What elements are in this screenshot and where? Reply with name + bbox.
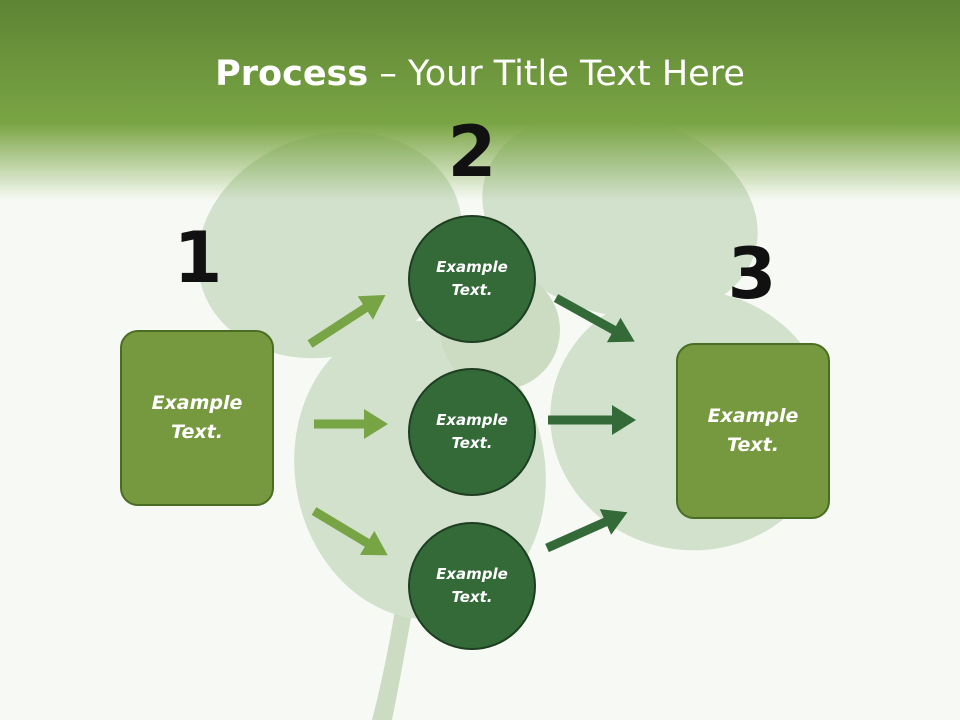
- title-rest: – Your Title Text Here: [368, 54, 745, 94]
- header-band: [0, 0, 960, 200]
- arrow-from-bottom-circle: [545, 509, 628, 553]
- arrow-to-bottom-circle: [311, 507, 388, 556]
- arrow-from-top-circle: [553, 294, 635, 343]
- arrow-to-top-circle: [307, 294, 386, 348]
- circle-top-text: Example Text.: [436, 258, 508, 299]
- circle-bottom-text: Example Text.: [436, 565, 508, 606]
- step-3-box[interactable]: Example Text.: [676, 343, 830, 519]
- step-number-1: 1: [173, 217, 223, 299]
- arrow-to-middle-circle: [314, 409, 388, 439]
- title-bold: Process: [215, 54, 369, 94]
- arrow-from-middle-circle: [548, 405, 636, 435]
- step-number-2: 2: [447, 111, 497, 193]
- step-1-box[interactable]: Example Text.: [120, 330, 274, 506]
- step-2-circle-top[interactable]: Example Text.: [408, 215, 536, 343]
- circle-middle-text: Example Text.: [436, 411, 508, 452]
- step-2-circle-middle[interactable]: Example Text.: [408, 368, 536, 496]
- step-1-text: Example Text.: [151, 392, 243, 443]
- step-2-circle-bottom[interactable]: Example Text.: [408, 522, 536, 650]
- step-3-text: Example Text.: [707, 405, 799, 456]
- step-number-3: 3: [727, 233, 777, 315]
- slide-title: Process – Your Title Text Here: [0, 52, 960, 96]
